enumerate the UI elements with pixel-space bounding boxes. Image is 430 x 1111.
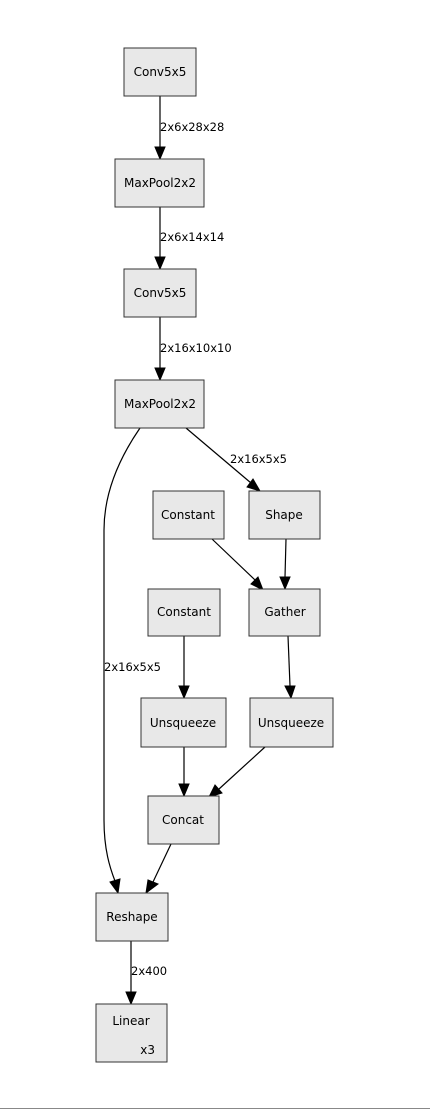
edge-conv1-pool1: [154, 96, 166, 161]
node-constant-2-label: Constant: [157, 605, 211, 619]
edge-shape-gather: [279, 538, 291, 591]
node-constant-1[interactable]: Constant: [152, 490, 225, 540]
node-shape[interactable]: Shape: [248, 490, 321, 540]
edge-pool1-conv2: [154, 207, 166, 271]
node-unsqueeze-1-label: Unsqueeze: [150, 716, 216, 730]
node-maxpool2x2-1[interactable]: MaxPool2x2: [114, 158, 205, 208]
node-unsqueeze-2[interactable]: Unsqueeze: [249, 697, 334, 748]
node-gather[interactable]: Gather: [248, 588, 321, 637]
node-reshape-label: Reshape: [106, 910, 157, 924]
node-shape-label: Shape: [265, 508, 303, 522]
bottom-divider: [0, 1108, 430, 1109]
edge-conv2-pool2: [154, 317, 166, 382]
edge-label-pool1-conv2: 2x6x14x14: [160, 230, 224, 244]
node-conv5x5-1-label: Conv5x5: [134, 65, 187, 79]
node-gather-label: Gather: [264, 605, 305, 619]
edge-unsqueeze2-concat: [208, 746, 266, 798]
node-linear-label: Linear: [112, 1014, 149, 1028]
node-unsqueeze-2-label: Unsqueeze: [258, 716, 324, 730]
node-unsqueeze-1[interactable]: Unsqueeze: [140, 697, 227, 748]
edge-constant2-unsqueeze1: [178, 636, 190, 700]
edge-concat-reshape: [145, 843, 172, 895]
edge-label-pool2-shape: 2x16x5x5: [230, 452, 287, 466]
edge-pool2-reshape: [103, 427, 141, 895]
node-maxpool2x2-2-label: MaxPool2x2: [124, 397, 196, 411]
edge-label-reshape-linear: 2x400: [131, 964, 167, 978]
edge-gather-unsqueeze2: [284, 635, 296, 700]
edge-pool2-shape: [185, 427, 262, 492]
edge-constant1-gather: [211, 538, 264, 592]
node-conv5x5-2[interactable]: Conv5x5: [123, 268, 197, 318]
edge-label-conv2-pool2: 2x16x10x10: [160, 341, 232, 355]
node-conv5x5-1[interactable]: Conv5x5: [123, 47, 197, 97]
node-maxpool2x2-1-label: MaxPool2x2: [124, 176, 196, 190]
node-maxpool2x2-2[interactable]: MaxPool2x2: [114, 379, 205, 429]
node-conv5x5-2-label: Conv5x5: [134, 286, 187, 300]
node-constant-2[interactable]: Constant: [147, 588, 221, 637]
node-linear[interactable]: Linear x3: [95, 1003, 168, 1063]
node-linear-badge: x3: [140, 1043, 155, 1057]
edge-reshape-linear: [125, 941, 137, 1006]
node-constant-1-label: Constant: [161, 508, 215, 522]
edge-label-pool2-reshape: 2x16x5x5: [104, 660, 161, 674]
node-concat-label: Concat: [162, 813, 204, 827]
node-reshape[interactable]: Reshape: [95, 892, 169, 942]
edge-unsqueeze1-concat: [178, 747, 190, 798]
node-concat[interactable]: Concat: [147, 795, 220, 845]
edge-label-conv1-pool1: 2x6x28x28: [160, 120, 224, 134]
